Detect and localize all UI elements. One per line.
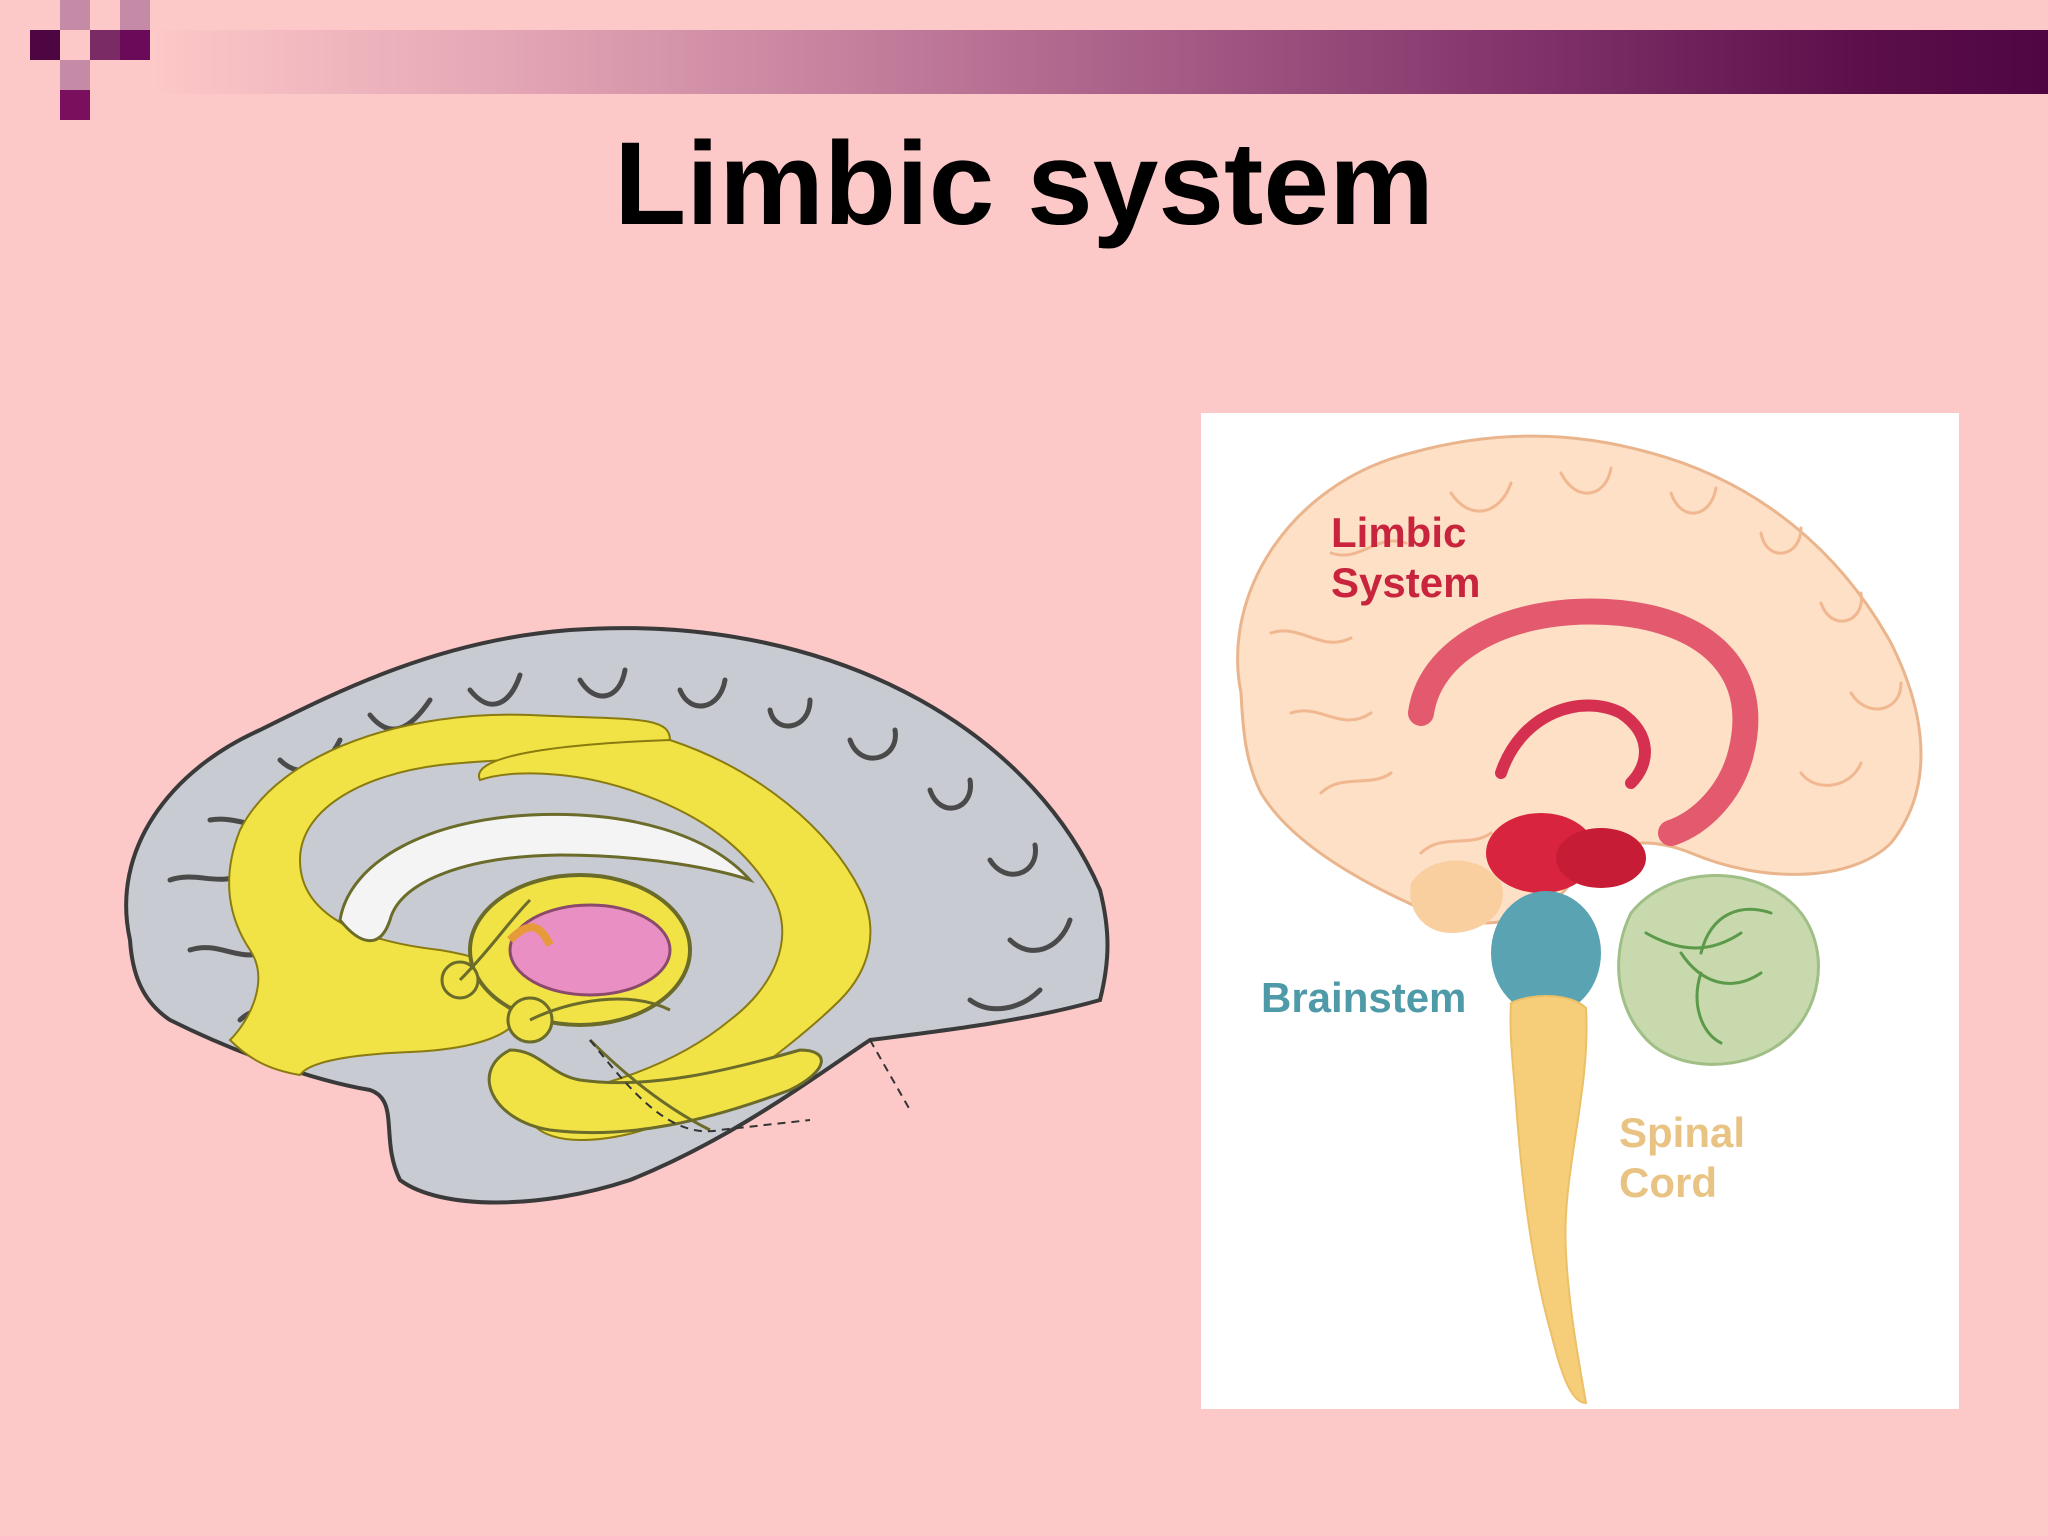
brain-medial-section-diagram	[110, 620, 1170, 1210]
decor-square	[60, 90, 90, 120]
brain-sagittal-diagram	[1236, 434, 1923, 1405]
spinal-cord-label: Spinal Cord	[1619, 1109, 1746, 1206]
slide-title: Limbic system	[614, 118, 1434, 251]
brainstem-label: Brainstem	[1261, 974, 1467, 1021]
header-gradient-bar	[150, 30, 2048, 94]
decor-square	[60, 60, 90, 90]
decor-square	[90, 30, 120, 60]
brain-sagittal-panel: Limbic System Brainstem Spinal Cord	[1201, 413, 1959, 1409]
decor-square	[60, 0, 90, 30]
decor-square	[120, 0, 150, 30]
decor-square	[120, 30, 150, 60]
corner-squares-decoration	[0, 0, 160, 130]
limbic-system-label: Limbic System	[1331, 509, 1481, 606]
decor-square	[30, 30, 60, 60]
